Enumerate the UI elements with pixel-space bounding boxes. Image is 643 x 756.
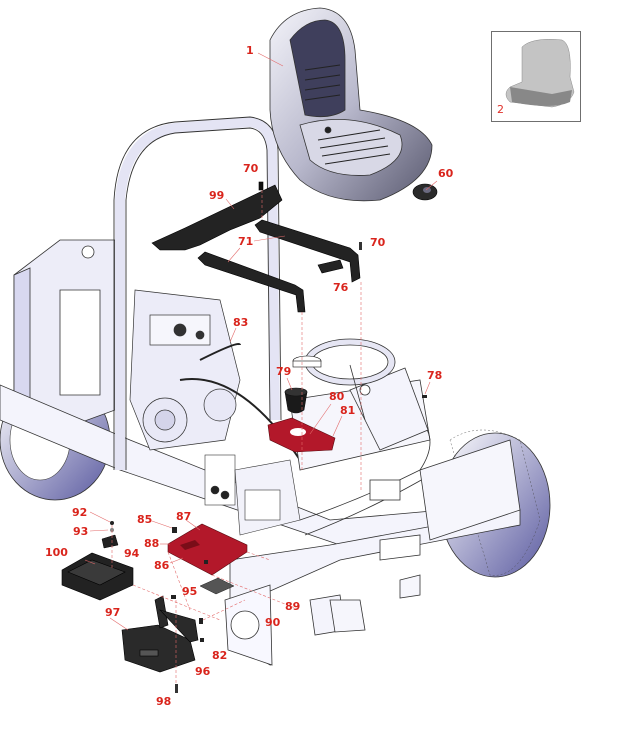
callout-70[interactable]: 70 [243, 162, 259, 175]
callout-1[interactable]: 1 [246, 44, 254, 57]
clamp [101, 534, 119, 549]
inset-label: 2 [497, 103, 504, 116]
callout-97[interactable]: 97 [105, 606, 121, 619]
nut-96 [200, 638, 204, 642]
screw-78 [422, 395, 427, 398]
callout-85[interactable]: 85 [137, 513, 153, 526]
callout-81[interactable]: 81 [340, 404, 356, 417]
inset-seat-cover: 2 [491, 31, 581, 122]
callout-95[interactable]: 95 [182, 585, 198, 598]
seat-rails [197, 219, 361, 313]
nut-92 [110, 521, 114, 525]
callout-96[interactable]: 96 [195, 665, 211, 678]
battery-tray [61, 552, 134, 601]
callout-78[interactable]: 78 [427, 369, 443, 382]
seat-switch [412, 183, 438, 201]
callout-88[interactable]: 88 [144, 537, 160, 550]
callout-80[interactable]: 80 [329, 390, 345, 403]
seat [269, 7, 433, 202]
callout-98[interactable]: 98 [156, 695, 172, 708]
callout-99[interactable]: 99 [209, 189, 225, 202]
callout-100[interactable]: 100 [45, 546, 68, 559]
bolt-95 [171, 595, 176, 599]
radiator-frame [13, 239, 116, 431]
bolt-98 [175, 684, 178, 693]
battery-bracket [121, 595, 199, 673]
callout-94[interactable]: 94 [124, 547, 140, 560]
callout-79[interactable]: 79 [276, 365, 292, 378]
pad-89 [199, 577, 235, 595]
callout-76[interactable]: 76 [333, 281, 349, 294]
callout-60[interactable]: 60 [438, 167, 454, 180]
callout-92[interactable]: 92 [72, 506, 88, 519]
assembly-lines [111, 190, 362, 684]
cup-holder [284, 355, 322, 414]
callout-93[interactable]: 93 [73, 525, 89, 538]
valve-block [204, 454, 301, 536]
callout-86[interactable]: 86 [154, 559, 170, 572]
callout-82[interactable]: 82 [212, 649, 228, 662]
callout-87[interactable]: 87 [176, 510, 192, 523]
seat-cover-icon [505, 39, 575, 108]
screw-82 [199, 618, 203, 624]
footrest [329, 439, 521, 633]
callout-89[interactable]: 89 [285, 600, 301, 613]
seat-bracket [151, 181, 283, 251]
bolt-85 [172, 527, 177, 533]
engine [129, 289, 301, 461]
callout-71[interactable]: 71 [238, 235, 254, 248]
callout-70b[interactable]: 70 [370, 236, 386, 249]
leader-lines [84, 52, 438, 631]
callout-83[interactable]: 83 [233, 316, 249, 329]
steering [304, 338, 429, 451]
callout-90[interactable]: 90 [265, 616, 281, 629]
bolt-70-right [359, 242, 362, 250]
